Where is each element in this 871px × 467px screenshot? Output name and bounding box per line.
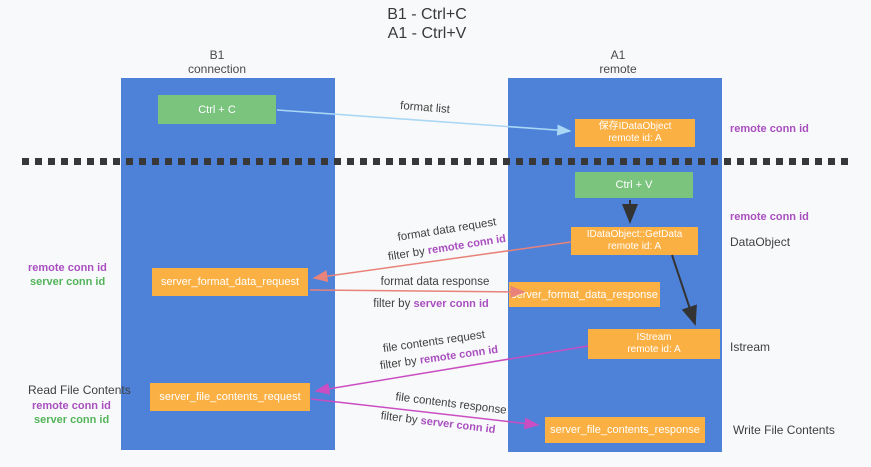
server-format-data-request-label: server_format_data_request (160, 276, 300, 288)
left-lifeline-header: B1 connection (188, 48, 246, 76)
idataobject-getdata-box: IDataObject::GetData remote id: A (571, 227, 698, 255)
format-list-label: format list (399, 100, 451, 116)
left-lifeline-role: connection (187, 62, 247, 76)
getdata-line2: remote id: A (607, 241, 662, 252)
left-bottom-server-conn-id: server conn id (34, 414, 110, 426)
ctrl-v-box: Ctrl + V (575, 172, 693, 198)
save-idataobject-line2: remote id: A (608, 133, 662, 144)
filter-by-prefix: filter by (373, 298, 414, 310)
title-line-1: B1 - Ctrl+C (387, 6, 467, 23)
top-right-remote-conn-id: remote conn id (730, 123, 809, 135)
server-conn-id-key: server conn id (419, 414, 497, 436)
file-contents-response-filter-label: filter by server conn id (380, 410, 496, 436)
filter-by-prefix: filter by (379, 354, 421, 373)
title-line-2: A1 - Ctrl+V (387, 25, 467, 42)
right-lifeline-name: A1 (610, 48, 626, 62)
left-mid-server-conn-id: server conn id (30, 276, 106, 288)
server-file-contents-response-label: server_file_contents_response (550, 424, 700, 436)
server-file-contents-response-box: server_file_contents_response (545, 417, 705, 443)
istream-box: IStream remote id: A (588, 329, 720, 359)
ctrl-v-label: Ctrl + V (615, 179, 653, 191)
filter-by-prefix: filter by (387, 245, 429, 264)
left-mid-remote-conn-id: remote conn id (28, 262, 107, 274)
right-lifeline-header: A1 remote (599, 48, 636, 76)
server-file-contents-request-label: server_file_contents_request (159, 391, 301, 403)
write-file-contents-annotation: Write File Contents (733, 423, 835, 437)
format-data-response-label: format data response (380, 276, 490, 288)
server-format-data-response-label: server_format_data_response (511, 288, 658, 301)
ctrl-c-box: Ctrl + C (158, 95, 276, 124)
save-idataobject-box: 保存IDataObject remote id: A (575, 119, 695, 147)
filter-by-prefix: filter by (379, 410, 422, 427)
copy-paste-separator-line (22, 158, 849, 165)
istream-line1: IStream (636, 331, 672, 343)
format-data-response-arrow (309, 285, 526, 298)
mid-right-remote-conn-id: remote conn id (730, 211, 809, 223)
left-bottom-remote-conn-id: remote conn id (32, 400, 111, 412)
right-lifeline-role: remote (599, 62, 637, 76)
save-idataobject-line1: 保存IDataObject (598, 120, 672, 132)
server-conn-id-key: server conn id (413, 298, 489, 310)
server-file-contents-request-box: server_file_contents_request (150, 383, 310, 411)
server-format-data-response-box: server_format_data_response (509, 282, 660, 307)
format-data-response-filter-label: filter by server conn id (373, 298, 488, 310)
getdata-line1: IDataObject::GetData (586, 228, 683, 240)
ctrl-c-label: Ctrl + C (198, 103, 236, 116)
istream-line2: remote id: A (627, 344, 681, 355)
server-format-data-request-box: server_format_data_request (152, 268, 308, 296)
read-file-contents-annotation: Read File Contents (28, 383, 131, 397)
diagram-title: B1 - Ctrl+C A1 - Ctrl+V (387, 5, 467, 43)
dataobject-annotation: DataObject (730, 235, 791, 249)
left-lifeline-name: B1 (209, 48, 225, 62)
istream-annotation: Istream (730, 340, 771, 354)
